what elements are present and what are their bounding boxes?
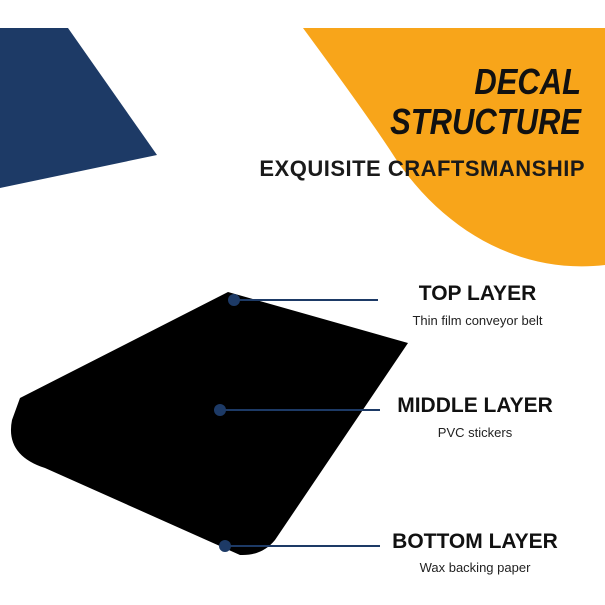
title-line-2: STRUCTURE xyxy=(390,101,581,142)
decal-sample-shape xyxy=(10,292,408,556)
top-layer-title: TOP LAYER xyxy=(418,282,537,305)
subtitle: EXQUISITE CRAFTSMANSHIP xyxy=(259,156,585,181)
orange-blob-shape xyxy=(303,28,605,267)
bottom-layer-title: BOTTOM LAYER xyxy=(392,530,558,553)
middle-layer-dot xyxy=(214,404,226,416)
top-layer-dot xyxy=(228,294,240,306)
bottom-layer-description: Wax backing paper xyxy=(419,560,531,575)
middle-layer-title: MIDDLE LAYER xyxy=(397,394,553,417)
navy-triangle-shape xyxy=(0,28,157,188)
title-line-1: DECAL xyxy=(474,61,581,102)
middle-layer-description: PVC stickers xyxy=(437,425,513,440)
top-layer-description: Thin film conveyor belt xyxy=(412,313,543,328)
bottom-layer-dot xyxy=(219,540,231,552)
